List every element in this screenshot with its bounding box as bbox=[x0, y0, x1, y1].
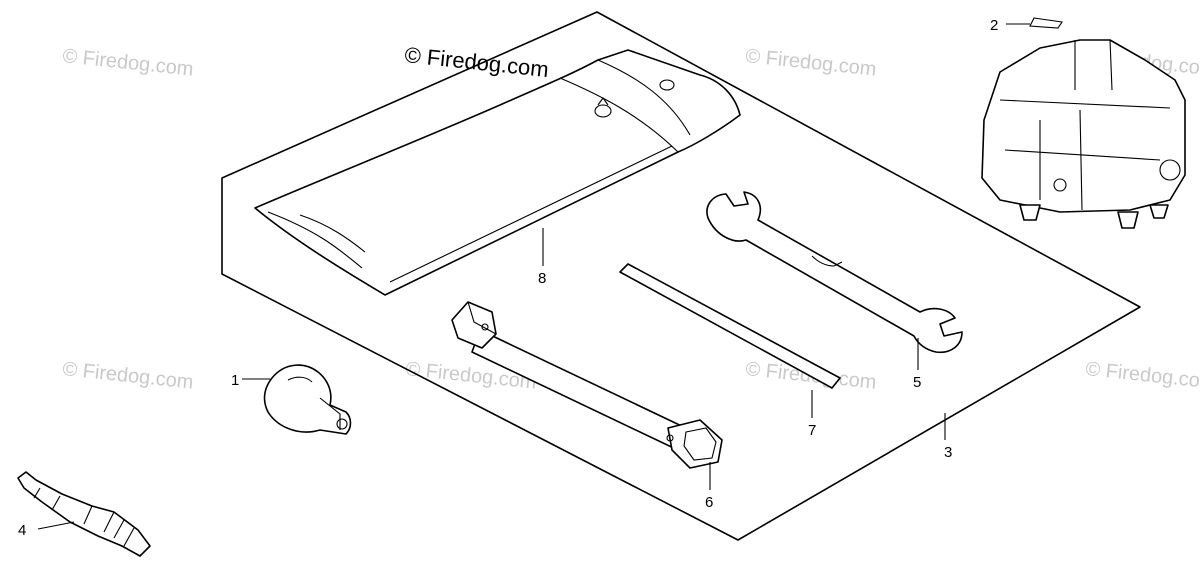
watermark-main: © Firedog.com bbox=[403, 42, 549, 82]
callout-part-6: 6 bbox=[705, 494, 713, 511]
callout-part-1: 1 bbox=[231, 372, 239, 389]
callout-part-2: 2 bbox=[990, 17, 998, 34]
tool-bag-icon bbox=[254, 49, 741, 296]
callout-part-3: 3 bbox=[944, 444, 952, 461]
callout-labels: 1 2 3 4 5 6 7 8 bbox=[18, 17, 998, 539]
watermark-faint: © Firedog.com bbox=[744, 45, 877, 81]
spark-plug-cap-icon bbox=[263, 364, 352, 435]
plug-wrench-icon bbox=[451, 301, 723, 469]
tommy-bar-icon bbox=[619, 263, 841, 389]
watermark-faint: © Firedog.com bbox=[1084, 358, 1200, 394]
tool-kit-outline-icon bbox=[221, 11, 1141, 541]
generator-icon bbox=[981, 39, 1186, 229]
watermark-faint: © Firedog.com bbox=[61, 45, 194, 81]
callout-part-8: 8 bbox=[538, 270, 546, 287]
watermark-faint: © Firedog.com bbox=[61, 358, 194, 394]
callout-part-7: 7 bbox=[808, 422, 816, 439]
leader-line bbox=[1029, 17, 1063, 29]
leader-line bbox=[37, 521, 75, 530]
spark-plug-icon bbox=[17, 471, 151, 557]
open-end-wrench-icon bbox=[706, 191, 963, 354]
leader-lines bbox=[37, 17, 1063, 530]
callout-part-5: 5 bbox=[913, 374, 921, 391]
callout-part-4: 4 bbox=[18, 522, 26, 539]
